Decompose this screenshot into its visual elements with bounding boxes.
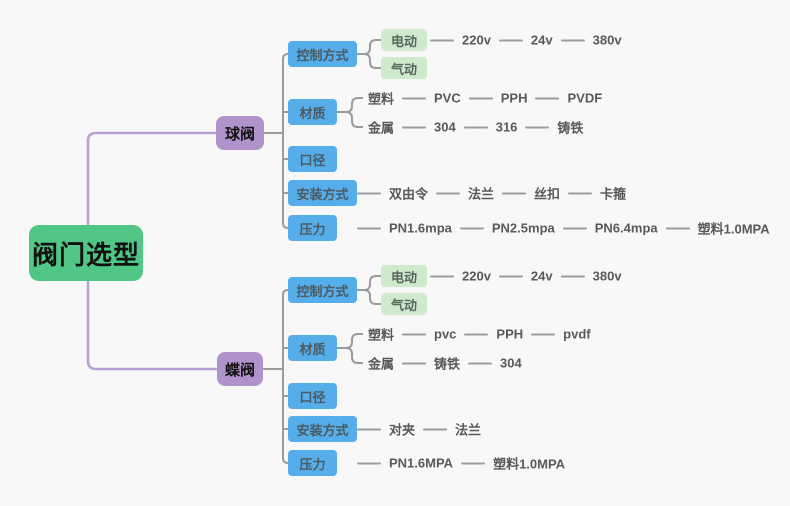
branch-node-butterfly-valve[interactable]: 蝶阀 bbox=[217, 352, 263, 386]
leaf-304[interactable]: 304 bbox=[500, 355, 522, 371]
root-node-valve-selection[interactable]: 阀门选型 bbox=[29, 225, 143, 281]
ball-child-material[interactable]: 材质 bbox=[288, 99, 337, 125]
connector-dash bbox=[423, 428, 448, 430]
connector-dash bbox=[402, 333, 427, 335]
butterfly-install-row: 对夹 法兰 bbox=[357, 420, 481, 439]
connector-dash bbox=[498, 39, 523, 41]
leaf-220v[interactable]: 220v bbox=[462, 32, 491, 48]
leaf-pvc[interactable]: pvc bbox=[434, 326, 457, 342]
butterfly-sub-pneumatic[interactable]: 气动 bbox=[381, 293, 427, 315]
connector-dash bbox=[357, 192, 381, 194]
connector-dash bbox=[463, 126, 488, 128]
leaf-380v[interactable]: 380v bbox=[592, 32, 622, 48]
connector-dash bbox=[560, 275, 585, 277]
butterfly-sub-electric[interactable]: 电动 bbox=[381, 265, 427, 287]
leaf-pn16[interactable]: PN1.6mpa bbox=[389, 220, 452, 236]
leaf-pvdf[interactable]: pvdf bbox=[563, 326, 591, 342]
ball-child-pressure[interactable]: 压力 bbox=[288, 215, 337, 241]
butterfly-plastic-row: 塑料 pvc PPH pvdf bbox=[368, 325, 591, 344]
butterfly-pressure-row: PN1.6MPA 塑料1.0MPA bbox=[357, 454, 565, 473]
ball-voltage-row: 220v 24v 380v bbox=[430, 33, 622, 48]
leaf-pn25[interactable]: PN2.5mpa bbox=[491, 220, 555, 236]
connector-dash bbox=[498, 275, 523, 277]
leaf-380v[interactable]: 380v bbox=[592, 268, 622, 284]
leaf-plastic[interactable]: 塑料 bbox=[368, 327, 395, 343]
leaf-pn16[interactable]: PN1.6MPA bbox=[389, 455, 454, 471]
leaf-flange[interactable]: 法兰 bbox=[468, 186, 495, 202]
leaf-plastic-10mpa[interactable]: 塑料1.0MPA bbox=[697, 221, 770, 237]
connector-dash bbox=[665, 227, 690, 229]
leaf-cast-iron[interactable]: 铸铁 bbox=[557, 120, 584, 136]
ball-sub-pneumatic[interactable]: 气动 bbox=[381, 57, 427, 79]
butterfly-valve-connectors bbox=[262, 275, 381, 464]
connector-dash bbox=[402, 97, 427, 99]
ball-plastic-row: 塑料 PVC PPH PVDF bbox=[368, 89, 602, 108]
leaf-24v[interactable]: 24v bbox=[530, 32, 553, 48]
connector-dash bbox=[357, 428, 381, 430]
leaf-pph[interactable]: PPH bbox=[496, 326, 524, 342]
butterfly-child-pressure[interactable]: 压力 bbox=[288, 450, 337, 476]
leaf-pph[interactable]: PPH bbox=[500, 90, 528, 106]
connector-dash bbox=[525, 126, 550, 128]
ball-pressure-row: PN1.6mpa PN2.5mpa PN6.4mpa 塑料1.0MPA bbox=[357, 219, 770, 238]
butterfly-voltage-row: 220v 24v 380v bbox=[430, 269, 622, 284]
connector-dash bbox=[402, 362, 427, 364]
connector-dash bbox=[535, 97, 560, 99]
leaf-316[interactable]: 316 bbox=[495, 119, 518, 135]
butterfly-child-diameter[interactable]: 口径 bbox=[288, 383, 337, 409]
branch-node-ball-valve[interactable]: 球阀 bbox=[216, 116, 264, 150]
connector-dash bbox=[461, 462, 486, 464]
ball-child-control-mode[interactable]: 控制方式 bbox=[288, 41, 357, 67]
connector-dash bbox=[562, 227, 587, 229]
connector-dash bbox=[430, 275, 454, 277]
connector-dash bbox=[357, 227, 381, 229]
connector-dash bbox=[464, 333, 489, 335]
ball-metal-row: 金属 304 316 铸铁 bbox=[368, 118, 583, 137]
leaf-pvdf[interactable]: PVDF bbox=[567, 90, 603, 106]
leaf-pn64[interactable]: PN6.4mpa bbox=[594, 220, 658, 236]
leaf-metal[interactable]: 金属 bbox=[368, 120, 395, 136]
ball-install-row: 双由令 法兰 丝扣 卡箍 bbox=[357, 184, 626, 203]
ball-child-install-mode[interactable]: 安装方式 bbox=[288, 180, 357, 206]
leaf-wafer[interactable]: 对夹 bbox=[389, 422, 416, 438]
leaf-clamp[interactable]: 卡箍 bbox=[600, 186, 627, 202]
butterfly-child-install-mode[interactable]: 安装方式 bbox=[288, 416, 357, 442]
ball-valve-connectors bbox=[264, 39, 381, 229]
leaf-pvc[interactable]: PVC bbox=[434, 90, 461, 106]
ball-child-diameter[interactable]: 口径 bbox=[288, 146, 337, 172]
connector-dash bbox=[357, 462, 381, 464]
connector-dash bbox=[568, 192, 593, 194]
connector-dash bbox=[468, 97, 493, 99]
connector-dash bbox=[436, 192, 461, 194]
leaf-thread[interactable]: 丝扣 bbox=[534, 186, 561, 202]
leaf-metal[interactable]: 金属 bbox=[368, 356, 395, 372]
butterfly-child-material[interactable]: 材质 bbox=[288, 335, 337, 361]
ball-sub-electric[interactable]: 电动 bbox=[381, 29, 427, 51]
connector-dash bbox=[531, 333, 556, 335]
leaf-union[interactable]: 双由令 bbox=[389, 186, 429, 202]
connector-dash bbox=[502, 192, 527, 194]
connector-dash bbox=[459, 227, 484, 229]
leaf-cast-iron[interactable]: 铸铁 bbox=[434, 356, 461, 372]
connector-dash bbox=[468, 362, 493, 364]
butterfly-child-control-mode[interactable]: 控制方式 bbox=[288, 277, 357, 303]
leaf-plastic-10mpa[interactable]: 塑料1.0MPA bbox=[493, 456, 566, 472]
connector-dash bbox=[402, 126, 427, 128]
butterfly-metal-row: 金属 铸铁 304 bbox=[368, 354, 522, 373]
leaf-220v[interactable]: 220v bbox=[462, 268, 491, 284]
leaf-plastic[interactable]: 塑料 bbox=[368, 91, 395, 107]
leaf-304[interactable]: 304 bbox=[434, 119, 456, 135]
leaf-flange[interactable]: 法兰 bbox=[455, 422, 482, 438]
connector-dash bbox=[430, 39, 454, 41]
connector-dash bbox=[560, 39, 585, 41]
leaf-24v[interactable]: 24v bbox=[530, 268, 553, 284]
